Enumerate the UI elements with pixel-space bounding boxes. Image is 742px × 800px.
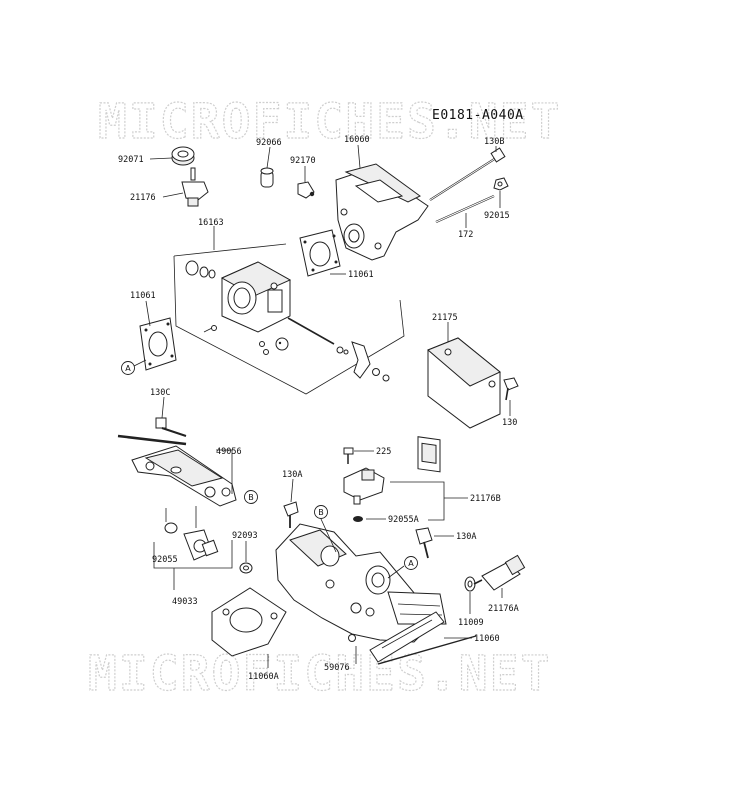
part-92066-sleeve	[260, 167, 274, 188]
label-21176: 21176	[130, 193, 156, 203]
part-130-bolt	[503, 377, 519, 401]
part-130C-bolt	[155, 417, 187, 437]
part-11060A-gasket	[211, 587, 287, 657]
watermark-bottom: MICROFICHES.NET	[88, 646, 551, 702]
label-92055A: 92055A	[388, 515, 419, 525]
part-92093-washer	[239, 562, 253, 574]
part-orings-throttle	[185, 260, 216, 279]
label-11060: 11060	[474, 634, 500, 644]
watermark-top: MICROFICHES.NET	[98, 94, 561, 150]
part-11009-washer	[464, 576, 476, 592]
diagram-code: E0181-A040A	[432, 108, 524, 123]
part-92071-cap	[171, 146, 195, 166]
label-11009: 11009	[458, 618, 484, 628]
label-59076: 59076	[324, 663, 350, 673]
label-92071: 92071	[118, 155, 144, 165]
part-21176A-sensor	[473, 554, 526, 591]
part-92170-clamp	[297, 181, 315, 199]
callout-a-left: A	[121, 361, 135, 375]
label-92093: 92093	[232, 531, 258, 541]
label-225: 225	[376, 447, 391, 457]
label-92170: 92170	[290, 156, 316, 166]
part-throttle-shaft	[203, 317, 390, 382]
part-21176-sensor	[181, 167, 209, 207]
part-intake-manifold	[275, 523, 447, 663]
callout-a-right: A	[404, 556, 418, 570]
part-49056-fuel-rail	[117, 434, 237, 507]
label-49033: 49033	[172, 597, 198, 607]
label-130A-top: 130A	[282, 470, 302, 480]
part-130B-bolt	[429, 147, 506, 201]
part-11060-pipe	[377, 635, 477, 665]
label-16163: 16163	[198, 218, 224, 228]
label-16060: 16060	[344, 135, 370, 145]
label-21175: 21175	[432, 313, 458, 323]
svg-text:A: A	[125, 364, 131, 373]
part-injector-group	[164, 522, 219, 561]
label-11060A: 11060A	[248, 672, 279, 682]
label-21176A: 21176A	[488, 604, 519, 614]
label-130: 130	[502, 418, 517, 428]
label-92015: 92015	[484, 211, 510, 221]
part-225-screw	[343, 447, 354, 464]
svg-text:B: B	[318, 508, 324, 517]
label-92066: 92066	[256, 138, 282, 148]
callout-b-left: B	[244, 490, 258, 504]
label-130C: 130C	[150, 388, 170, 398]
part-16060-bracket	[335, 163, 429, 261]
svg-text:B: B	[248, 493, 254, 502]
label-130B: 130B	[484, 137, 504, 147]
label-11061-left: 11061	[130, 291, 156, 301]
part-21176B-sensor	[343, 467, 385, 505]
label-11061-right: 11061	[348, 270, 374, 280]
part-92015-nut	[493, 177, 509, 191]
label-49056: 49056	[216, 447, 242, 457]
part-92055A-oring	[353, 516, 363, 522]
part-172-stud	[435, 194, 495, 224]
svg-text:A: A	[408, 559, 414, 568]
label-130A-right: 130A	[456, 532, 476, 542]
label-92055: 92055	[152, 555, 178, 565]
part-11061-gasket-right	[299, 229, 341, 277]
part-130A-bolt-right	[415, 527, 433, 559]
part-11061-gasket-left	[139, 317, 177, 371]
callout-b-right: B	[314, 505, 328, 519]
label-21176B: 21176B	[470, 494, 501, 504]
part-130A-bolt-top	[283, 501, 299, 528]
part-21175-ecu	[417, 337, 501, 473]
label-172: 172	[458, 230, 473, 240]
part-16163-frame	[173, 236, 405, 395]
part-16163-throttle-body	[220, 261, 292, 333]
